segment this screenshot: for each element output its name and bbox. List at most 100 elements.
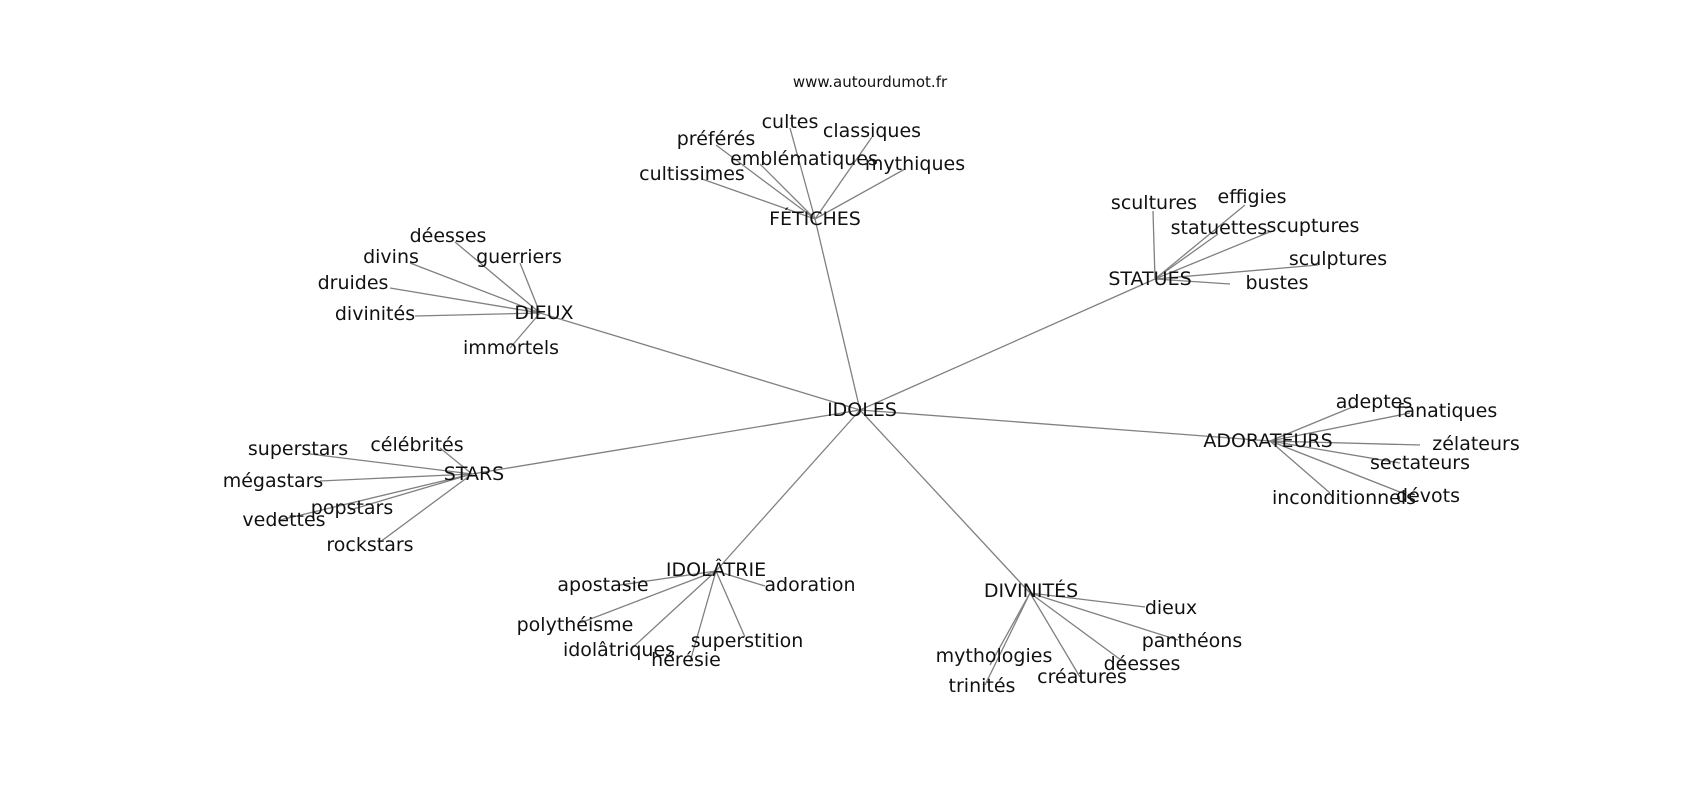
word-label: statuettes [1171, 217, 1268, 239]
word-label: polythéisme [517, 614, 634, 636]
edge-cluster-to-word [1029, 592, 1179, 641]
edge-cluster-to-word [279, 473, 473, 521]
edge-cluster-to-word [579, 570, 717, 624]
edge-cluster-to-word [519, 262, 541, 314]
word-label: effigies [1218, 186, 1287, 208]
center-node-label: IDOLES [827, 399, 897, 421]
edge-cluster-to-word [1269, 440, 1401, 464]
word-label: préférés [677, 128, 756, 150]
word-label: créatures [1037, 666, 1127, 688]
word-label: célébrités [370, 434, 463, 456]
word-label: emblématiques [730, 148, 878, 170]
edge-cluster-to-word [1154, 204, 1246, 280]
edge-cluster-to-word [989, 592, 1031, 666]
cluster-label: DIEUX [514, 302, 573, 324]
word-label: idolâtriques [563, 639, 675, 661]
edge-cluster-to-word [1029, 592, 1126, 664]
edge-center-to-cluster [715, 409, 861, 572]
word-label: classiques [823, 120, 921, 142]
cluster-label: STATUES [1108, 268, 1191, 290]
cluster-label: IDOLÂTRIE [666, 558, 766, 581]
edge-center-to-cluster [539, 312, 861, 411]
word-label: rockstars [326, 534, 413, 556]
edge-cluster-to-word [689, 570, 717, 663]
edge-center-to-cluster [859, 409, 1271, 442]
cluster-label: STARS [444, 463, 504, 485]
edge-cluster-to-word [715, 570, 746, 638]
word-label: sculptures [1289, 248, 1387, 270]
label-layer: www.autourdumot.fr IDOLES FÉTICHES cultes… [223, 73, 1520, 697]
edge-cluster-to-word [1154, 278, 1231, 285]
edge-cluster-to-word [984, 592, 1031, 686]
word-label: guerriers [476, 246, 562, 268]
word-label: hérésie [651, 649, 721, 671]
edge-cluster-to-word [1269, 440, 1331, 494]
edge-cluster-to-word [1029, 592, 1081, 678]
edge-cluster-to-word [319, 473, 473, 482]
edge-cluster-to-word [379, 473, 473, 543]
word-label: cultissimes [639, 163, 745, 185]
edge-cluster-to-word [349, 473, 473, 511]
word-label: adoration [764, 574, 855, 596]
edge-cluster-to-word [715, 144, 816, 220]
word-label: immortels [463, 337, 559, 359]
edge-cluster-to-word [1269, 405, 1356, 442]
word-label: druides [318, 272, 389, 294]
word-label: zélateurs [1432, 433, 1519, 455]
word-label: déesses [410, 225, 487, 247]
word-label: inconditionnels [1272, 487, 1416, 509]
cluster-label: FÉTICHES [769, 207, 861, 230]
word-label: fanatiques [1397, 400, 1497, 422]
cluster-label: ADORATEURS [1203, 430, 1332, 452]
word-label: dévots [1396, 485, 1460, 507]
word-label: apostasie [557, 574, 648, 596]
word-label: divins [363, 246, 419, 268]
edge-cluster-to-word [454, 241, 541, 314]
word-label: cultes [762, 111, 819, 133]
edge-cluster-to-word [814, 136, 873, 220]
word-label: adeptes [1336, 391, 1413, 413]
edge-cluster-to-word [1154, 230, 1273, 280]
word-label: superstition [691, 630, 804, 652]
edge-center-to-cluster [859, 278, 1156, 411]
word-label: mythologies [936, 645, 1053, 667]
edge-cluster-to-word [759, 163, 816, 220]
edge-cluster-to-word [715, 570, 766, 587]
edge-cluster-to-word [509, 312, 541, 349]
edge-cluster-to-word [1152, 210, 1156, 280]
word-label: panthéons [1142, 630, 1243, 652]
word-label: mégastars [223, 470, 324, 492]
edge-cluster-to-word [439, 447, 473, 475]
edge-cluster-to-word [814, 168, 906, 220]
word-label: superstars [248, 438, 348, 460]
edge-cluster-to-word [1269, 412, 1411, 442]
edge-cluster-to-word [1029, 592, 1146, 608]
word-label: sectateurs [1370, 452, 1470, 474]
word-label: mythiques [865, 153, 965, 175]
edge-cluster-to-word [389, 287, 541, 314]
edge-cluster-to-word [409, 262, 541, 314]
site-watermark: www.autourdumot.fr [793, 73, 948, 91]
edge-center-to-cluster [471, 409, 861, 475]
word-label: divinités [335, 303, 415, 325]
edge-cluster-to-word [1269, 440, 1406, 495]
word-label: bustes [1245, 272, 1308, 294]
edge-cluster-to-word [619, 570, 717, 586]
word-label: scuptures [1267, 215, 1360, 237]
word-label: déesses [1104, 653, 1181, 675]
edge-cluster-to-word [1154, 233, 1219, 280]
edge-center-to-cluster [859, 409, 1031, 594]
edge-cluster-to-word [1269, 440, 1421, 446]
word-label: scultures [1111, 192, 1197, 214]
edge-cluster-to-word [309, 453, 473, 475]
edge-cluster-to-word [789, 127, 816, 220]
edge-cluster-to-word [1154, 264, 1319, 280]
cluster-label: DIVINITÉS [984, 579, 1078, 602]
edge-layer [279, 127, 1421, 686]
edge-cluster-to-word [701, 178, 816, 220]
word-label: popstars [311, 497, 393, 519]
edge-center-to-cluster [814, 218, 861, 411]
edge-cluster-to-word [629, 570, 717, 651]
